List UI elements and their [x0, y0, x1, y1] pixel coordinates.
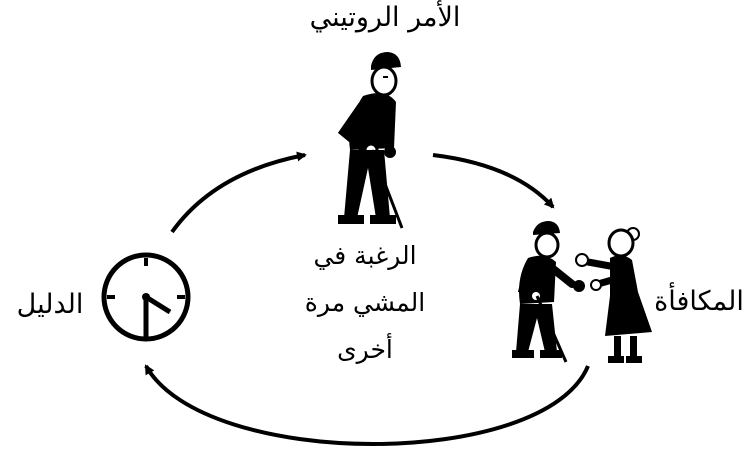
- arrow-cue-to-routine: [172, 155, 305, 232]
- arrow-routine-to-reward: [433, 155, 553, 207]
- arrow-reward-to-cue: [146, 366, 588, 444]
- craving-label: الرغبة في المشي مرة أخرى: [290, 232, 440, 373]
- routine-label: الأمر الروتيني: [300, 2, 470, 33]
- elderly-couple-handshake-icon: [512, 221, 652, 363]
- clock-icon: [104, 255, 188, 339]
- elderly-man-with-cane-icon: [338, 52, 402, 228]
- reward-label: المكافأة: [648, 286, 750, 317]
- cue-label: الدليل: [0, 289, 100, 320]
